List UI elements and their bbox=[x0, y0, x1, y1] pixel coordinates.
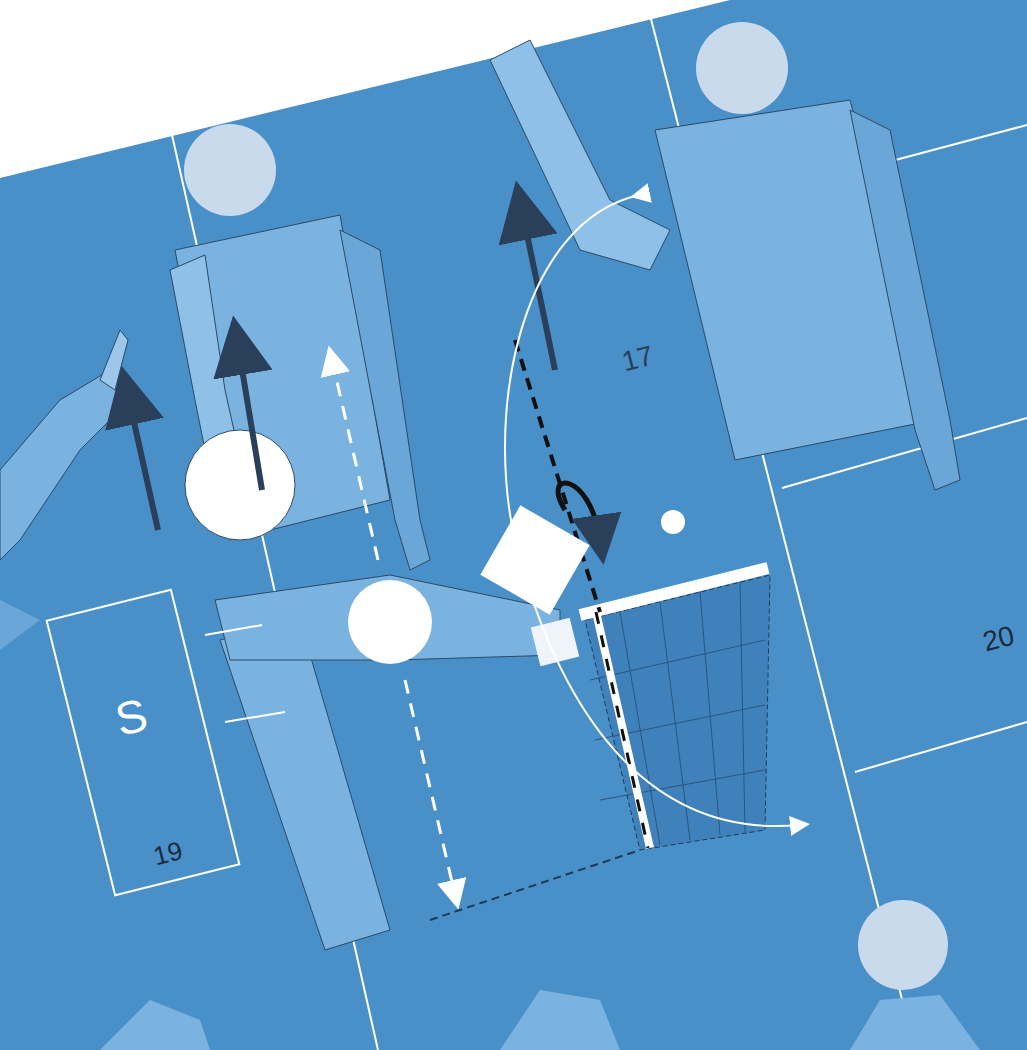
panel-number: 17 bbox=[619, 342, 656, 377]
panel-grid bbox=[172, 15, 1027, 1050]
ball-symbol bbox=[480, 505, 589, 614]
referee-figure-left bbox=[0, 330, 210, 1050]
volleyball-net bbox=[430, 340, 770, 920]
ball bbox=[661, 510, 685, 534]
signal-number: 19 bbox=[151, 837, 185, 869]
page-margin bbox=[0, 0, 730, 178]
panel-number: 20 bbox=[980, 622, 1017, 657]
motion-arrows bbox=[128, 195, 800, 895]
signal-letter: S bbox=[111, 691, 152, 743]
tick-marks bbox=[205, 625, 285, 722]
